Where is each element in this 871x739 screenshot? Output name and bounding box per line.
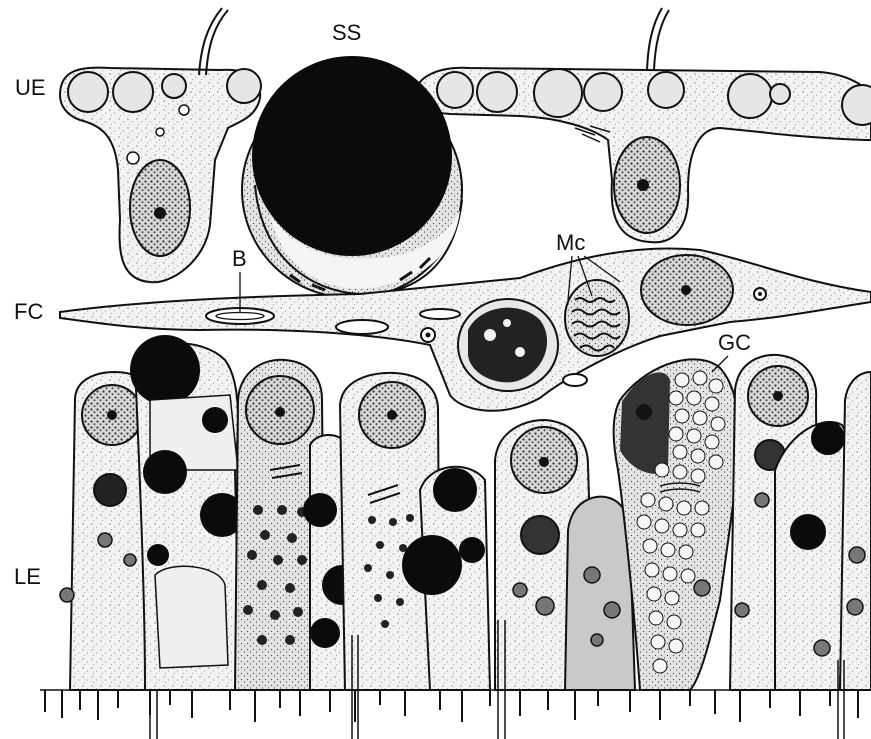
label-le: LE xyxy=(14,566,41,588)
label-mc: Mc xyxy=(556,232,585,254)
upper-epithelium xyxy=(60,8,871,282)
dense-granule xyxy=(252,56,452,256)
mitochondria-cluster xyxy=(565,280,629,356)
secretory-sphere xyxy=(242,56,462,298)
label-fc: FC xyxy=(14,301,43,323)
le-cell xyxy=(840,372,871,690)
label-b: B xyxy=(232,248,247,270)
label-ue: UE xyxy=(15,77,46,99)
label-gc: GC xyxy=(718,332,751,354)
microvilli xyxy=(45,690,858,722)
label-ss: SS xyxy=(332,22,361,44)
le-vacuolated-cell xyxy=(775,422,849,690)
